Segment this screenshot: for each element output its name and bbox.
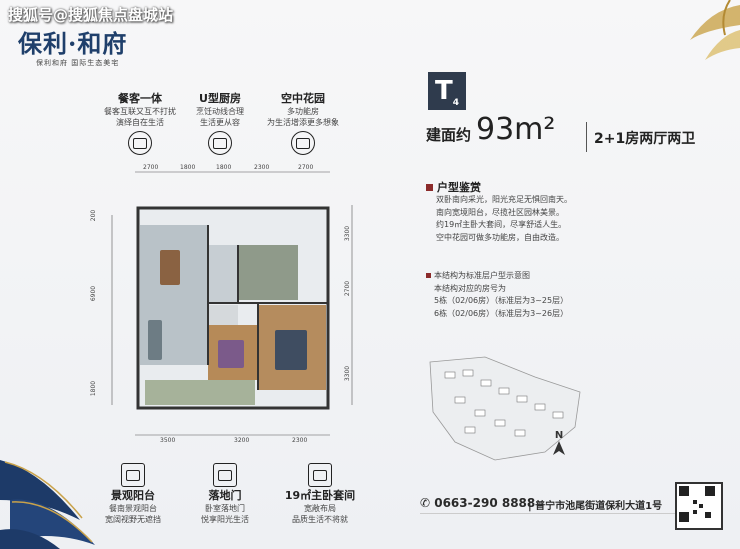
dim-label: 2700: [298, 164, 314, 171]
dim-label: 2300: [254, 164, 270, 171]
feature-desc: 悦享阳光生活: [201, 515, 249, 524]
note-line: 本结构对应的房号为: [434, 283, 506, 293]
feature-title: 空中花园: [281, 92, 325, 105]
unit-type-badge: T4: [428, 72, 466, 110]
feature-desc: 演绎自在生活: [116, 118, 164, 127]
section-desc: 双卧南向采光，阳光充足无惧回南天。 南向宽境阳台，尽揽社区园林美景。 约19㎡主…: [436, 194, 572, 244]
badge-sub: 4: [452, 98, 459, 109]
badge-letter: T: [434, 76, 453, 106]
area-value: 93m²: [476, 112, 556, 147]
north-arrow-icon: [553, 441, 565, 455]
compass: N: [552, 430, 566, 458]
kitchen-icon: [208, 131, 232, 155]
compass-label: N: [554, 430, 564, 441]
feature-desc: 生活更从容: [200, 118, 240, 127]
feature-title: 落地门: [208, 489, 242, 502]
note-line: 5栋（02/06房）（标准层为3~25层）: [434, 296, 569, 305]
fan-decoration-top: [690, 0, 740, 60]
feature-door: 落地门 卧室落地门 悦享阳光生活: [180, 460, 270, 525]
qr-pattern: [679, 486, 715, 522]
dim-label: 3200: [234, 437, 250, 444]
note-line: 本结构为标准层户型示意图: [434, 271, 530, 280]
fan-decoration-bottom: [0, 460, 95, 549]
floor-plan: [111, 171, 353, 436]
feature-desc: 为生活增添更多想象: [267, 118, 339, 127]
feature-desc: 烹饪动线合理: [196, 107, 244, 116]
door-icon: [213, 463, 237, 487]
dim-label: 2700: [143, 164, 159, 171]
dim-label: 2300: [292, 437, 308, 444]
feature-desc: 卧室落地门: [205, 504, 245, 513]
section-title: 户型鉴赏: [426, 179, 481, 195]
watermark: 搜狐号@搜狐焦点盘城站: [8, 6, 174, 24]
brand-logo: 保利·和府: [18, 29, 128, 58]
desc-line: 约19㎡主卧大套间，尽享舒适人生。: [436, 220, 567, 229]
feature-kitchen: U型厨房 烹饪动线合理 生活更从容: [170, 90, 270, 155]
layout-type: 2+1房两厅两卫: [594, 131, 696, 147]
contact-address: | 普宁市池尾街道保利大道1号: [528, 501, 663, 512]
bed-icon: [308, 463, 332, 487]
feature-dining: 餐客一体 餐客互联又互不打扰 演绎自在生活: [90, 90, 190, 155]
structure-note: 本结构为标准层户型示意图 本结构对应的房号为 5栋（02/06房）（标准层为3~…: [426, 270, 568, 320]
site-map: [429, 356, 581, 461]
feature-desc: 品质生活不将就: [292, 515, 348, 524]
area-label: 建面约: [426, 126, 472, 144]
feature-balcony: 景观阳台 餐南景观阳台 宽阔视野无遮挡: [88, 460, 178, 525]
dining-icon: [128, 131, 152, 155]
note-line: 6栋（02/06房）（标准层为3~26层）: [434, 308, 569, 318]
dim-label: 1800: [216, 164, 232, 171]
feature-title: 餐客一体: [118, 92, 162, 105]
feature-desc: 宽敞布局: [304, 504, 336, 513]
balcony-icon: [121, 463, 145, 487]
feature-garden: 空中花园 多功能房 为生活增添更多想象: [248, 90, 358, 155]
address-text: 普宁市池尾街道保利大道1号: [535, 501, 663, 512]
dim-label: 6900: [90, 285, 98, 302]
feature-title: 19㎡主卧套间: [284, 489, 356, 502]
bullet-square: [426, 273, 431, 278]
feature-master-suite: 19㎡主卧套间 宽敞布局 品质生活不将就: [270, 460, 370, 525]
feature-title: 景观阳台: [111, 489, 155, 502]
desc-line: 空中花园可做多功能房，自由改造。: [436, 232, 564, 242]
feature-title: U型厨房: [199, 92, 241, 105]
dim-label: 200: [90, 209, 98, 222]
feature-desc: 餐客互联又互不打扰: [104, 107, 176, 116]
dim-label: 3500: [160, 437, 176, 444]
fine-print: [420, 513, 675, 526]
dim-label: 2700: [344, 280, 352, 297]
dim-label: 1800: [90, 380, 98, 397]
feature-desc: 宽阔视野无遮挡: [105, 515, 161, 524]
brand-subtitle: 保利和府 国际生态美宅: [36, 59, 120, 67]
dim-label: 1800: [180, 164, 196, 171]
feature-desc: 多功能房: [287, 107, 319, 116]
phone-number: 0663-290 8888: [434, 496, 536, 510]
dim-label: 3300: [344, 365, 352, 382]
contact-phone: ✆ 0663-290 8888: [420, 496, 536, 510]
qr-code: [675, 482, 723, 530]
feature-desc: 餐南景观阳台: [109, 504, 157, 513]
dim-label: 3300: [344, 225, 352, 242]
desc-line: 双卧南向采光，阳光充足无惧回南天。: [436, 195, 572, 204]
garden-icon: [291, 131, 315, 155]
desc-line: 南向宽境阳台，尽揽社区园林美景。: [436, 207, 564, 217]
divider: [586, 122, 587, 152]
